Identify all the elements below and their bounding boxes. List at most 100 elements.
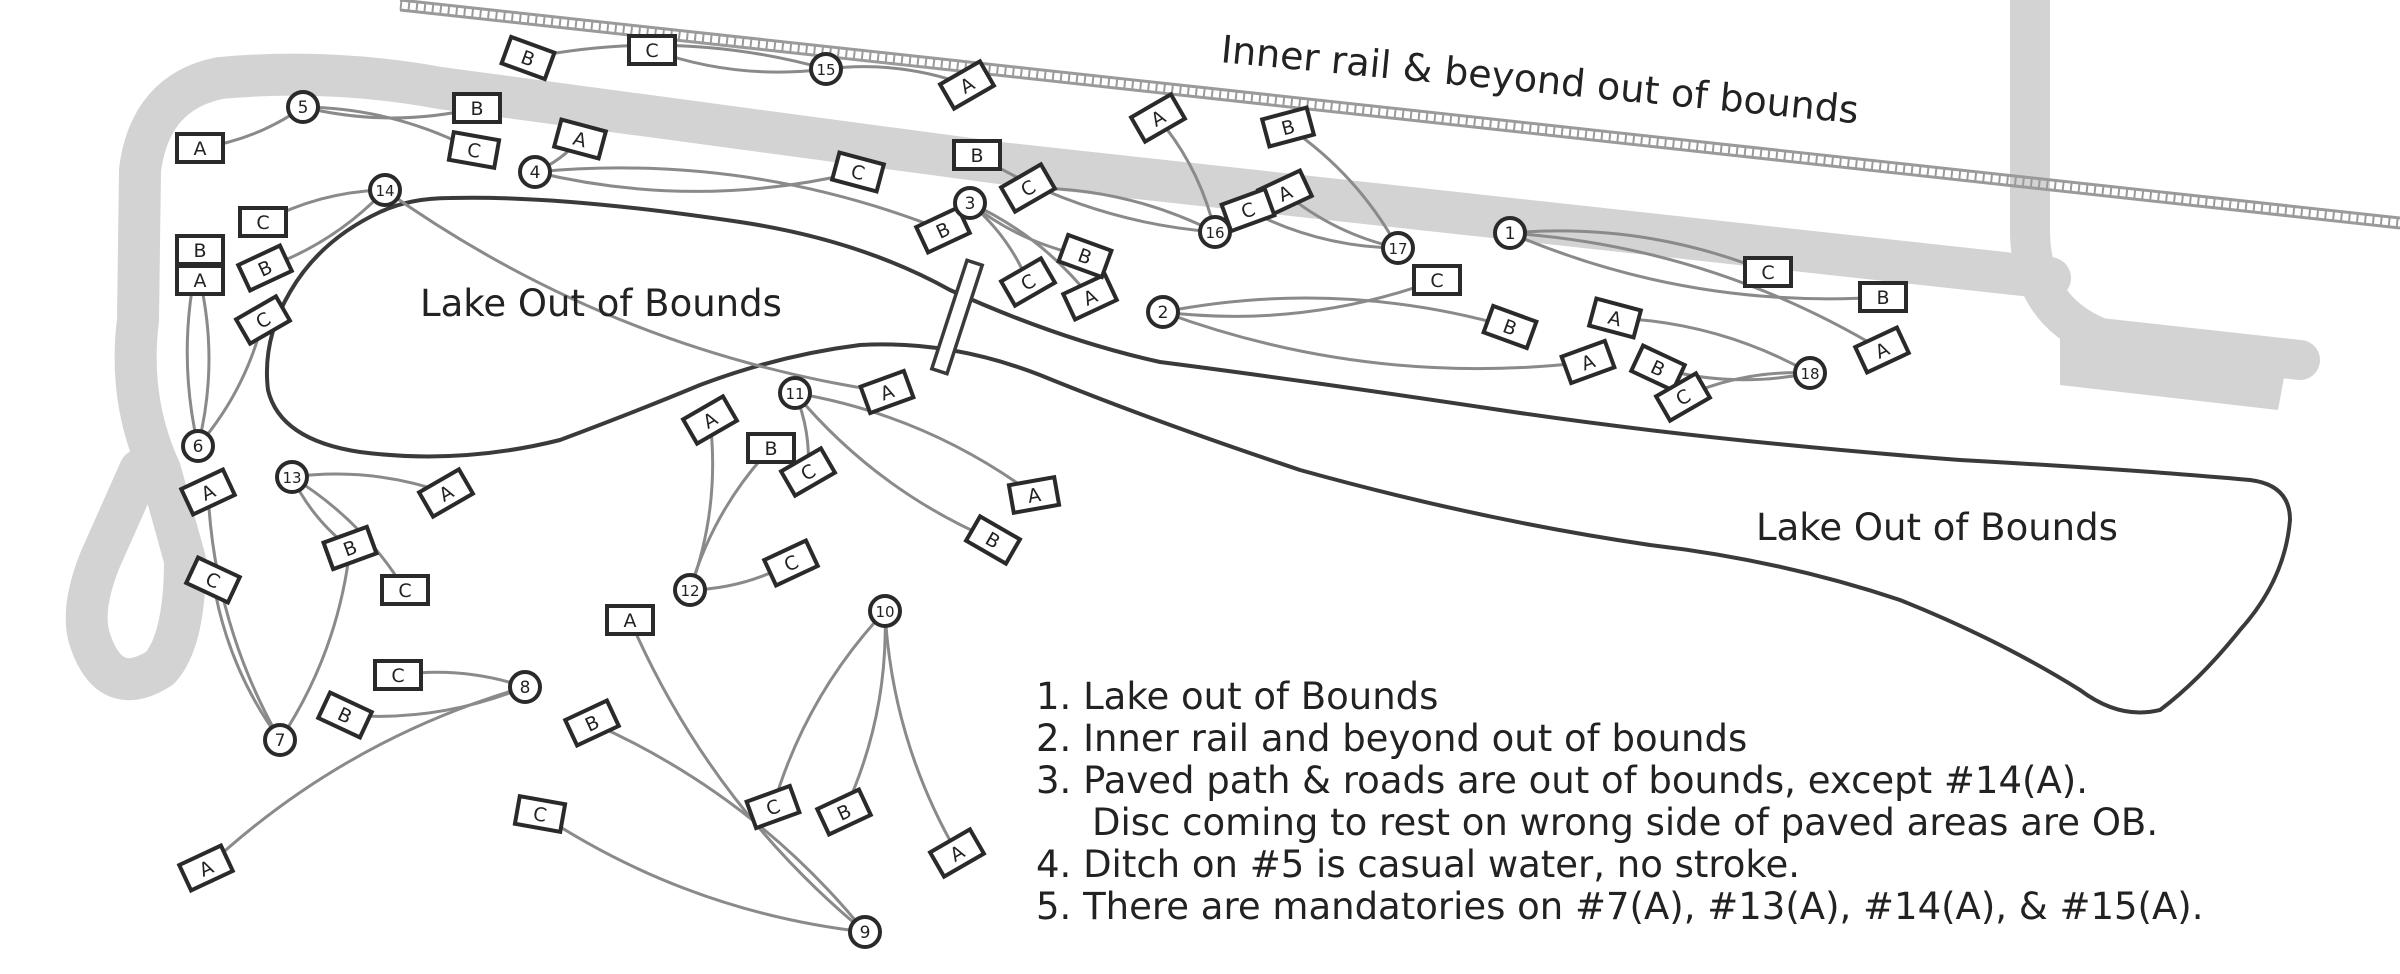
tee-pad-hole-10-c: C [744,783,802,831]
fairway-hole-10-a [883,610,959,854]
basket-circle [1198,215,1232,249]
basket-16: 16 [1198,215,1232,249]
tee-pad-hole-17-b: B [1259,105,1317,149]
fairway-hole-14-a [384,188,888,394]
tee-pad-box [1128,91,1188,145]
basket-number: 16 [1205,224,1224,242]
tee-pad-hole-12-a: A [680,393,740,447]
tee-pad-hole-3-c: C [998,255,1058,309]
tee-pad-hole-6-c: C [233,293,293,347]
tee-pad-hole-6-b: B [175,234,225,266]
basket-circle [673,573,707,607]
basket-circle [1493,216,1527,250]
basket-6: 6 [181,429,215,463]
basket-2: 2 [1146,295,1180,329]
tee-pad-letter: B [193,240,206,262]
basket-14: 14 [368,173,402,207]
tee-pad-hole-10-a: A [927,826,987,880]
tee-pad-box [1060,271,1120,323]
tee-pad-hole-13-a: A [416,466,476,520]
tee-pad-hole-3-a: A [1060,271,1120,323]
fairway-hole-10-c [771,609,887,808]
tee-pad-box [1743,256,1793,288]
tee-pad-box [1852,324,1912,376]
tee-pad-hole-18-b: B [1628,342,1688,394]
basket-number: 17 [1388,240,1407,258]
tee-pad-hole-9-a: A [605,604,655,636]
tee-pad-box [1481,303,1539,351]
tee-pad-hole-3-b: B [1056,232,1114,280]
tee-pad-box [1006,474,1062,516]
basket-number: 7 [275,731,286,751]
rule-5: 5. There are mandatories on #7(A), #13(A… [1036,885,2204,928]
lake-west-label: Lake Out of Bounds [420,282,782,325]
basket-circle [778,376,812,410]
tee-pad-letter: C [391,665,404,687]
tee-pad-box [1653,370,1713,424]
tee-pad-box [913,204,973,256]
tee-pad-hole-17-c: C [1219,186,1277,234]
basket-circle [286,90,320,124]
basket-10: 10 [868,594,902,628]
basket-circle [848,915,882,949]
tee-pad-letter: C [1430,270,1443,292]
tee-pad-letter: A [194,138,207,160]
tee-pad-box [963,513,1023,567]
tee-pad-hole-5-a: A [175,132,225,164]
basket-circle [508,670,542,704]
tee-pad-hole-4-a: A [551,117,609,161]
basket-3: 3 [953,186,987,220]
tee-pad-letter: A [1606,307,1624,332]
fairway-hole-7-b [278,547,352,741]
basket-circle [181,429,215,463]
tee-pad-box [746,432,796,464]
tee-pad-box [551,117,609,161]
rail-out-of-bounds-label: Inner rail & beyond out of bounds [1219,27,1861,132]
basket-number: 14 [375,182,394,200]
fairway-hole-16-b [976,153,1216,234]
basket-17: 17 [1381,231,1415,265]
tee-pad-hole-8-b: B [315,689,375,741]
basket-number: 3 [965,194,976,214]
tee-pad-box [605,604,655,636]
tee-pad-box [321,524,379,572]
inner-rail [399,0,2400,230]
tee-pad-letter: B [1876,287,1889,309]
tee-pad-box [499,34,557,82]
basket-circle [263,723,297,757]
tee-pad-hole-7-c: C [183,554,243,606]
basket-5: 5 [286,90,320,124]
tee-pad-hole-9-c: C [512,793,568,835]
tee-pad-letter: C [848,161,867,186]
tee-pad-box [1259,105,1317,149]
tee-pad-box [238,206,288,238]
tee-pad-box [778,445,838,499]
basket-circle [868,594,902,628]
tee-pad-box [1219,186,1277,234]
tee-pad-letter: A [194,270,207,292]
basket-number: 2 [1158,303,1169,323]
tee-pad-hole-12-c: C [761,537,821,589]
tee-pad-letter: C [398,580,411,602]
tee-pad-hole-16-c: C [998,161,1058,215]
basket-number: 1 [1505,224,1516,244]
tee-pad-box [937,58,997,112]
tee-pad-box [315,689,375,741]
tee-pad-letter: C [1761,262,1774,284]
basket-number: 11 [785,385,804,403]
rule-3: 3. Paved path & roads are out of bounds,… [1036,759,2088,802]
fairway-hole-4-c [534,170,859,193]
tee-pad-hole-18-c: C [1653,370,1713,424]
east-paved-road [2010,0,2320,380]
tee-pad-box [373,659,423,691]
tee-pad-hole-5-c: C [446,129,502,171]
fairway-hole-1-c [1509,229,1769,274]
tee-pad-box [1559,338,1617,386]
fairway-hole-2-a [1162,310,1589,371]
tee-pad-hole-2-c: C [1412,264,1462,296]
tee-pad-box [416,466,476,520]
tee-pad-box [927,826,987,880]
tee-pad-box [998,161,1058,215]
basket-number: 6 [193,437,204,457]
basket-4: 4 [518,155,552,189]
